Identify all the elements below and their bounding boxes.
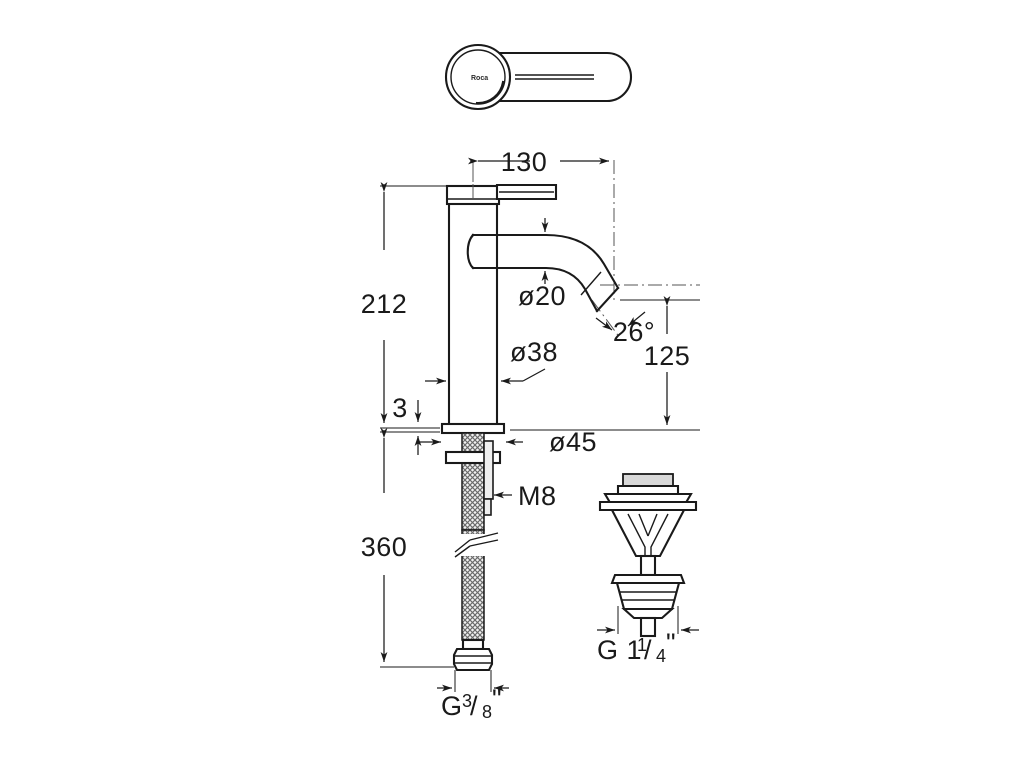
spout-outlet-face: [595, 286, 620, 313]
hose-thread-label-inch: ": [492, 684, 502, 714]
brand-logo-text: Roca: [471, 75, 488, 82]
waste-assembly-view: [598, 473, 698, 638]
dimension-waste-thread: G 1 1 / 4 ": [597, 606, 699, 666]
waste-neck: [639, 554, 657, 577]
dimension-m8-label: M8: [518, 481, 557, 511]
dimension-125-label: 125: [644, 341, 691, 371]
dimension-212: 212: [361, 182, 447, 429]
dimension-o38: ø38: [425, 337, 558, 385]
waste-outlet-spigot: [639, 616, 657, 638]
dimension-3-label: 3: [392, 393, 408, 423]
hose-thread-label-g: G: [441, 691, 463, 721]
dimension-3: 3: [392, 393, 422, 455]
waste-thread-label-denominator: 4: [656, 646, 666, 666]
waste-thread-label-g: G 1: [597, 635, 642, 665]
braided-hose-upper: [461, 432, 485, 531]
dimension-26deg-label: 26°: [613, 317, 655, 347]
lever-bar-outline: [493, 51, 632, 103]
spout-junction-mask: [451, 237, 495, 266]
waste-rib-right: [650, 513, 669, 556]
dimension-360-label: 360: [361, 532, 408, 562]
dimension-125: 125: [510, 296, 700, 431]
spout-upper-outline: [471, 233, 620, 290]
waste-thread-label-numerator: 1: [637, 635, 647, 655]
hose-thread-label-denominator: 8: [482, 702, 492, 722]
waste-flange-rim: [598, 500, 698, 512]
waste-rib-left: [627, 513, 646, 556]
dimension-o45-label: ø45: [549, 427, 597, 457]
hose-end-nut: [452, 647, 494, 672]
dimension-hose-thread: G 3 / 8 ": [437, 670, 509, 722]
m8-threaded-stud: [483, 440, 494, 500]
waste-rib-center-right: [647, 513, 658, 537]
dimension-o38-label: ø38: [510, 337, 558, 367]
waste-cap-collar: [616, 484, 680, 496]
mounting-washer: [444, 450, 502, 465]
spout-lower-outline: [495, 266, 599, 313]
dimension-m8: M8: [494, 481, 557, 511]
hose-ferrule: [461, 638, 485, 651]
hose-thread-label-slash: /: [470, 691, 478, 721]
dimension-o45: ø45: [419, 427, 597, 457]
dimension-o20-label: ø20: [518, 281, 566, 311]
handle-disc-outer: [444, 43, 512, 111]
waste-thread-label-inch: ": [666, 628, 676, 658]
outlet-angle-centerline: [591, 299, 621, 339]
base-flange: [440, 422, 506, 435]
waste-thread-label-slash: /: [644, 635, 652, 665]
waste-rib-center-left: [638, 513, 649, 537]
waste-lower-body: [615, 581, 681, 611]
dimension-360: 360: [361, 428, 454, 668]
spout-aerator-seam: [580, 271, 602, 296]
dimension-130-label: 130: [501, 147, 548, 177]
spout-inner-curve: [466, 233, 475, 270]
waste-lower-cap: [610, 573, 686, 585]
waste-strainer-funnel: [610, 508, 686, 558]
handle-indicator-arc: [475, 80, 505, 105]
hose-thread-label-numerator: 3: [462, 691, 472, 711]
m8-stud-tip: [483, 498, 492, 516]
dimension-130: 130: [468, 147, 609, 200]
dimension-212-label: 212: [361, 289, 408, 319]
waste-top-cap: [622, 473, 674, 487]
hose-break-symbol: [454, 532, 499, 558]
dimension-26deg: 26°: [595, 311, 655, 347]
handle-detail-view: Roca: [444, 43, 632, 111]
dimension-o20: ø20: [518, 218, 566, 311]
waste-tail-cone: [621, 607, 675, 620]
